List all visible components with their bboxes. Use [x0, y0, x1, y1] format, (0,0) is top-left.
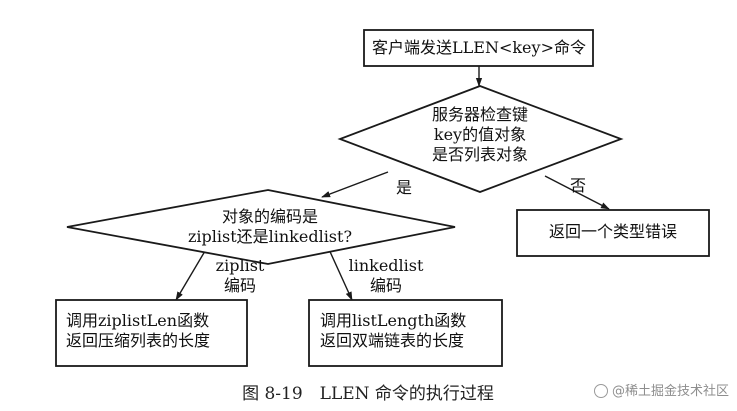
node-ziplist-len-line: 返回压缩列表的长度 — [66, 331, 211, 350]
node-ziplist-len-box — [55, 299, 248, 367]
node-ziplist-len-label: 调用ziplistLen函数 返回压缩列表的长度 — [66, 311, 210, 351]
node-encoding-label: 对象的编码是 ziplist还是linkedlist? — [188, 207, 352, 247]
edge-encoding-to-ziplist — [175, 245, 209, 301]
node-error-label: 返回一个类型错误 — [549, 222, 677, 242]
edge-check-to-error — [544, 175, 610, 210]
watermark-text: @稀土掘金技术社区 — [611, 384, 729, 399]
node-check-line: key的值对象 — [433, 125, 527, 144]
watermark: @稀土掘金技术社区 — [593, 380, 729, 399]
node-error-line: 返回一个类型错误 — [548, 222, 678, 241]
node-start-box — [363, 29, 594, 67]
node-ziplist-len-line: 调用ziplistLen函数 — [66, 311, 210, 330]
node-list-length-line: 返回双端链表的长度 — [320, 331, 465, 350]
node-encoding-diamond — [66, 189, 456, 265]
node-check-diamond — [337, 85, 624, 193]
edge-label-line: 是 — [396, 178, 413, 197]
node-encoding-line: 对象的编码是 — [221, 207, 319, 226]
node-check-line: 服务器检查键 — [431, 105, 529, 124]
edge-encoding-to-linkedlist-label: linkedlist 编码 — [349, 256, 424, 296]
node-start-label: 客户端发送LLEN<key>命令 — [372, 38, 586, 58]
edge-encoding-to-ziplist-label: ziplist 编码 — [216, 256, 265, 296]
edge-label-line: 编码 — [223, 276, 257, 295]
edge-label-line: linkedlist — [348, 256, 424, 275]
figure-caption: 图 8-19 LLEN 命令的执行过程 — [242, 384, 494, 404]
node-encoding-line: ziplist还是linkedlist? — [187, 227, 353, 246]
edge-check-to-error-label: 否 — [570, 176, 586, 196]
node-list-length-line: 调用listLength函数 — [320, 311, 467, 330]
edge-encoding-to-linkedlist — [326, 244, 353, 301]
node-list-length-label: 调用listLength函数 返回双端链表的长度 — [320, 311, 466, 351]
node-check-label: 服务器检查键 key的值对象 是否列表对象 — [432, 105, 528, 165]
node-check-line: 是否列表对象 — [431, 145, 529, 164]
edge-label-line: 编码 — [369, 276, 403, 295]
edge-label-line: 否 — [570, 176, 587, 195]
juejin-logo-icon — [593, 384, 608, 398]
node-list-length-box — [308, 299, 503, 367]
node-start-line: 客户端发送LLEN<key>命令 — [372, 38, 586, 57]
edge-check-to-encoding — [321, 171, 389, 198]
node-error-box — [516, 209, 710, 257]
edge-check-to-encoding-label: 是 — [396, 178, 412, 198]
edge-label-line: ziplist — [215, 256, 265, 275]
